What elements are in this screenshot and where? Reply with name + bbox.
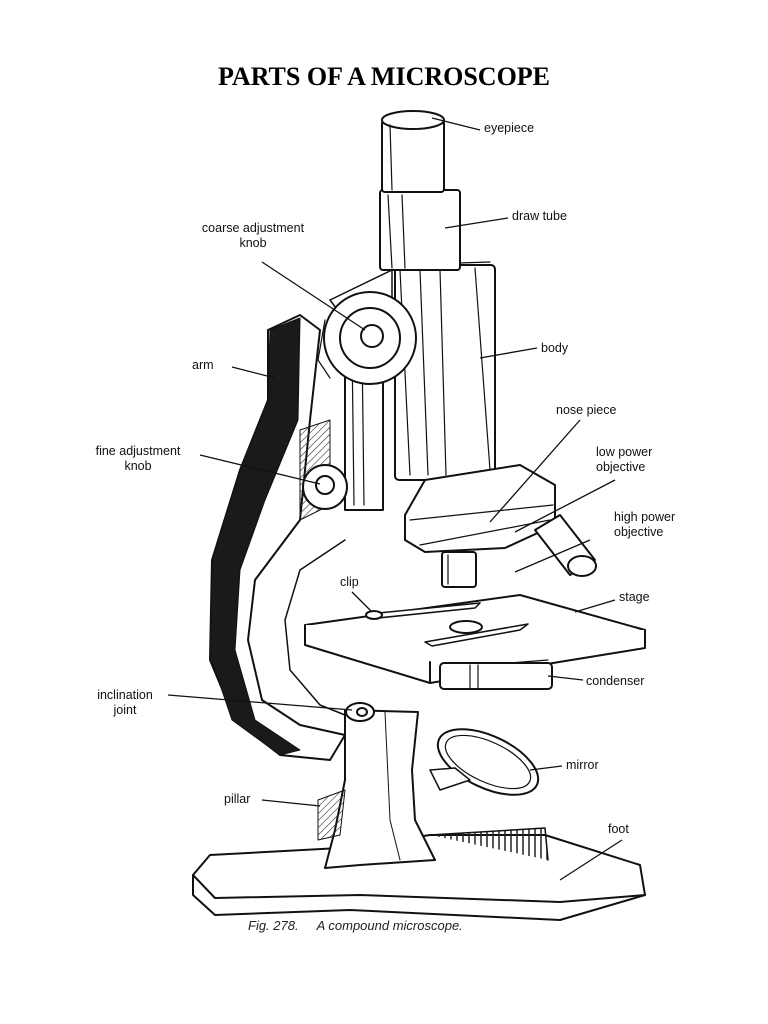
label-high-power-objective-line2: objective: [614, 525, 664, 539]
label-foot: foot: [608, 822, 629, 836]
label-draw-tube: draw tube: [512, 209, 567, 223]
label-low-power-objective-line2: objective: [596, 460, 646, 474]
leader-high-power: [514, 539, 591, 573]
label-inclination-joint: inclination joint: [80, 688, 170, 718]
leader-foot: [559, 839, 623, 881]
label-eyepiece: eyepiece: [484, 121, 535, 135]
leader-low-power: [514, 479, 616, 533]
label-coarse-adjustment-knob: coarse adjustment knob: [178, 221, 328, 251]
leader-fine-knob: [199, 454, 321, 485]
leader-mirror: [529, 765, 563, 771]
label-fine-adjustment-knob-line1: fine adjustment: [95, 444, 181, 458]
leader-inclination-joint: [167, 694, 353, 711]
leader-draw-tube: [444, 217, 509, 229]
leader-stage: [574, 599, 616, 613]
label-arm: arm: [192, 358, 214, 372]
leader-eyepiece: [431, 117, 481, 131]
label-high-power-objective: high power objective: [614, 510, 675, 540]
figure-number: Fig. 278.: [248, 918, 299, 933]
leader-condenser: [547, 675, 584, 681]
figure-caption-text: A compound microscope.: [316, 918, 463, 933]
leader-nose-piece: [489, 419, 581, 523]
condenser-shape: [439, 662, 553, 690]
label-inclination-joint-line2: joint: [113, 703, 137, 717]
label-coarse-adjustment-knob-line2: knob: [239, 236, 267, 250]
label-pillar: pillar: [224, 792, 251, 806]
leader-body: [479, 347, 538, 359]
label-coarse-adjustment-knob-line1: coarse adjustment: [201, 221, 305, 235]
figure-caption: Fig. 278. A compound microscope.: [248, 918, 463, 933]
label-inclination-joint-line1: inclination: [97, 688, 153, 702]
leader-clip: [351, 591, 373, 613]
label-condenser: condenser: [586, 674, 645, 688]
label-nose-piece: nose piece: [556, 403, 617, 417]
leader-arm: [231, 366, 276, 379]
label-stage: stage: [619, 590, 650, 604]
label-mirror: mirror: [566, 758, 599, 772]
label-fine-adjustment-knob: fine adjustment knob: [78, 444, 198, 474]
label-fine-adjustment-knob-line2: knob: [124, 459, 152, 473]
page-title: PARTS OF A MICROSCOPE: [217, 62, 551, 91]
leader-pillar: [261, 799, 321, 807]
label-low-power-objective: low power objective: [596, 445, 652, 475]
label-high-power-objective-line1: high power: [614, 510, 676, 524]
label-body: body: [541, 341, 569, 355]
label-low-power-objective-line1: low power: [596, 445, 653, 459]
leader-coarse-knob: [261, 261, 366, 331]
label-clip: clip: [340, 575, 359, 589]
